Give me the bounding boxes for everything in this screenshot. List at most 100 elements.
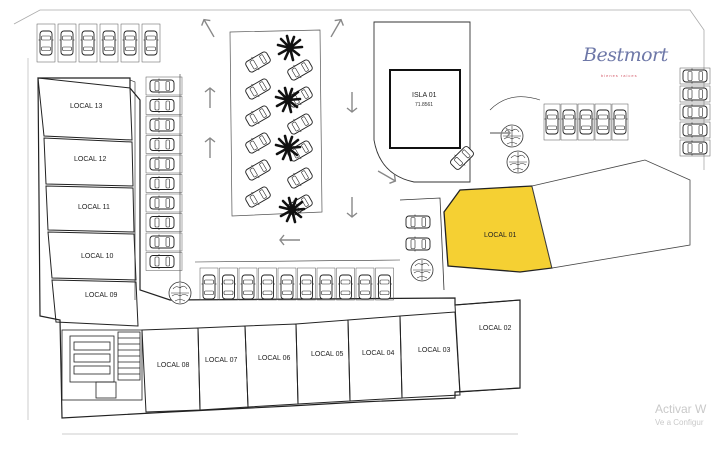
car-icon (149, 195, 175, 211)
annex (531, 159, 691, 269)
parking-stall (611, 103, 629, 141)
car-icon (243, 49, 273, 75)
palm-tree-icon (276, 34, 304, 62)
parking-stall (145, 96, 183, 115)
parking-stall (355, 267, 375, 301)
car-icon (285, 57, 315, 83)
local-09-label[interactable]: LOCAL 09 (85, 292, 118, 299)
local-04-label[interactable]: LOCAL 04 (362, 350, 395, 357)
left-units (37, 77, 139, 327)
parking-stall (679, 139, 711, 157)
car-icon (561, 109, 577, 135)
flow-arrow-icon (198, 16, 220, 41)
flow-arrow-icon (346, 196, 358, 218)
car-icon (285, 111, 315, 137)
parking-stall (199, 267, 219, 301)
parking-stall (141, 23, 161, 63)
car-icon (405, 236, 431, 252)
parking-stall (679, 121, 711, 139)
parking-stall (297, 267, 316, 301)
car-icon (279, 274, 295, 300)
car-icon (149, 156, 175, 172)
isla-area (373, 21, 471, 183)
car-icon (149, 117, 175, 133)
car-icon (243, 184, 273, 210)
car-icon (405, 214, 431, 230)
parking-stall (145, 154, 183, 174)
car-icon (243, 103, 273, 129)
car-icon (201, 274, 217, 300)
watermark-line2: Ve a Configur (655, 418, 704, 427)
car-icon (285, 165, 315, 191)
parking-stall (145, 174, 183, 193)
car-icon (101, 30, 117, 56)
parking-stall (375, 267, 394, 301)
parking-stall (57, 23, 77, 63)
parking-stall (99, 23, 119, 63)
flow-arrow-icon (374, 165, 399, 187)
watermark-line1: Activar W (655, 402, 707, 416)
car-icon (357, 274, 373, 300)
car-icon (149, 214, 175, 231)
parking-stall (219, 267, 238, 301)
brand-logo: Bestmort bienes raices (577, 42, 668, 90)
parking-stall (679, 103, 711, 121)
local-01-label[interactable]: LOCAL 01 (484, 232, 517, 239)
local-11-label[interactable]: LOCAL 11 (78, 204, 110, 211)
car-icon (149, 234, 175, 250)
parking-stall (258, 267, 277, 301)
local-10-label[interactable]: LOCAL 10 (81, 253, 114, 260)
flow-arrow-icon (204, 137, 216, 159)
car-icon (122, 30, 138, 56)
car-icon (149, 136, 175, 153)
local-03-label[interactable]: LOCAL 03 (418, 347, 451, 354)
local-12-label[interactable]: LOCAL 12 (74, 156, 107, 163)
parking-stall (145, 193, 183, 213)
round-tree-icon (500, 124, 524, 148)
car-icon (149, 175, 175, 192)
round-tree-icon (168, 281, 192, 305)
local-13-label[interactable]: LOCAL 13 (70, 103, 103, 110)
car-icon (80, 30, 96, 56)
local-07-label[interactable]: LOCAL 07 (205, 357, 238, 364)
car-icon (318, 274, 334, 300)
car-icon (595, 109, 611, 135)
flow-arrow-icon (279, 234, 301, 246)
parking-stall (120, 23, 140, 63)
car-icon (612, 109, 628, 135)
car-icon (240, 274, 256, 300)
car-icon (220, 274, 237, 300)
car-icon (298, 274, 315, 300)
local-02-label[interactable]: LOCAL 02 (479, 325, 512, 332)
car-icon (59, 30, 75, 56)
parking-stall (543, 103, 561, 141)
car-icon (149, 253, 175, 270)
parking-stall (594, 103, 612, 141)
flow-arrow-icon (346, 91, 358, 113)
local-06-label[interactable]: LOCAL 06 (258, 355, 291, 362)
car-icon (682, 122, 708, 138)
flow-arrow-icon (204, 87, 216, 109)
car-icon (682, 140, 708, 156)
car-icon (682, 86, 708, 102)
isla-01-label[interactable]: ISLA 01 (412, 92, 437, 99)
local-08-label[interactable]: LOCAL 08 (157, 362, 190, 369)
parking-stall (145, 76, 183, 96)
parking-stall (145, 232, 183, 252)
car-icon (243, 157, 273, 183)
isla-01-building (389, 69, 461, 149)
service-core (61, 329, 143, 401)
parking-stall (316, 267, 336, 301)
car-icon (376, 274, 393, 300)
parking-stall (679, 85, 711, 103)
parking-stall (277, 267, 297, 301)
parking-stall (577, 103, 595, 141)
flow-arrow-icon (325, 16, 347, 41)
local-05-label[interactable]: LOCAL 05 (311, 351, 344, 358)
site-boundary (13, 9, 705, 170)
parking-stall (560, 103, 578, 141)
round-tree-icon (410, 258, 434, 282)
car-icon (243, 76, 273, 102)
isla-01-area: 71.8561 (415, 102, 434, 108)
